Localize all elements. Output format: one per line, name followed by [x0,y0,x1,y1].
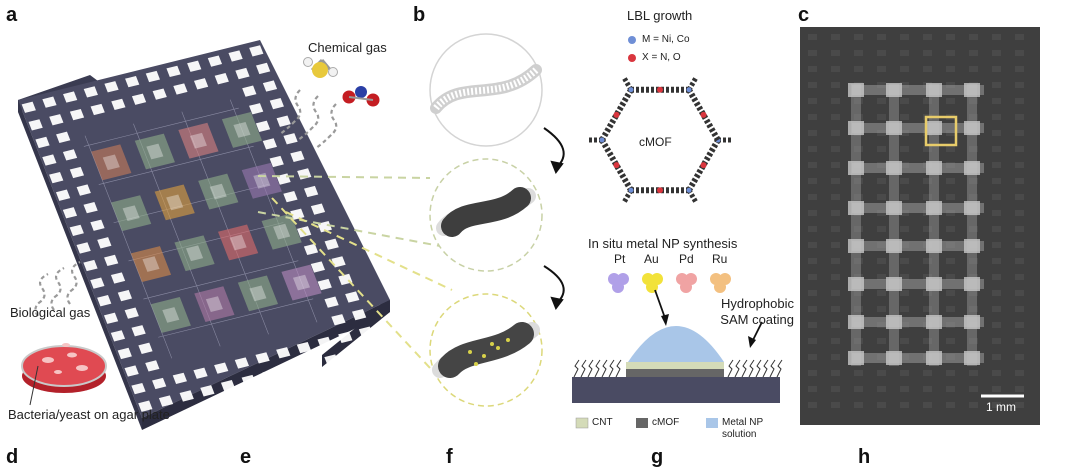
process-arrows [543,127,565,311]
cnt-layer [626,362,724,369]
biological-gas-label: Biological gas [10,305,91,320]
panel-b-graphics [429,33,783,429]
lbl-growth-label: LBL growth [627,8,693,23]
biological-gas-arrows-icon [34,261,81,317]
panel-letter-c: c [798,4,810,26]
panel-a-graphics [18,40,453,430]
cmof-framework-icon [588,76,732,204]
cmof-center-label: cMOF [639,135,672,149]
highlight-box [924,115,958,147]
agar-plate-icon [21,343,107,406]
substrate [572,377,780,403]
figure: a b c d e f g h [6,4,1040,468]
m-legend-label: M = Ni, Co [642,34,690,45]
metal-np-clusters [608,273,731,293]
cmof-coated-cnt-icon [441,187,531,237]
legend-np-label-2: solution [722,429,757,440]
chip-side [18,75,390,367]
x-legend-dot [628,54,636,62]
chip-sensor-array [91,112,322,333]
hydrophobic-label-2: SAM coating [720,312,794,327]
panel-letter-b: b [413,4,426,26]
metal-np-droplet [628,326,724,362]
bacteria-label: Bacteria/yeast on agar plate [8,407,170,422]
metal-ru: Ru [712,252,728,266]
device-cross-section [572,326,783,403]
metal-au: Au [644,252,659,266]
legend-np-swatch [706,418,718,428]
m-legend-dot [628,36,636,44]
legend-cmof-label: cMOF [652,417,680,428]
sam-coating [573,359,783,378]
metal-pt: Pt [614,252,626,266]
bare-cnt-icon [430,64,542,114]
legend-cnt-label: CNT [592,417,613,428]
panel-letter-f: f [446,446,453,468]
panel-letter-e: e [240,446,252,468]
np-decorated-cnt-icon [438,322,534,378]
chip-front-edge [142,300,390,430]
legend-cmof-swatch [636,418,648,428]
electrode-array [808,34,1024,408]
x-legend-label: X = N, O [642,52,681,63]
legend-np-label-1: Metal NP [722,417,764,428]
hydrophobic-label-1: Hydrophobic [721,296,794,311]
in-situ-label: In situ metal NP synthesis [588,236,738,251]
scale-bar-label: 1 mm [986,400,1016,414]
chemical-gas-label: Chemical gas [308,40,387,55]
legend-cnt-swatch [575,417,589,429]
callout-lines [257,175,453,369]
chemical-gas-molecules-icon [303,57,380,107]
metal-pd: Pd [679,252,694,266]
panel-letter-a: a [6,4,18,26]
sensor-chip [18,40,390,418]
chip-left-edge [18,100,142,430]
cmof-layer [626,369,724,377]
panel-c-graphics [800,27,1040,425]
chemical-gas-arrows-icon [279,89,338,149]
